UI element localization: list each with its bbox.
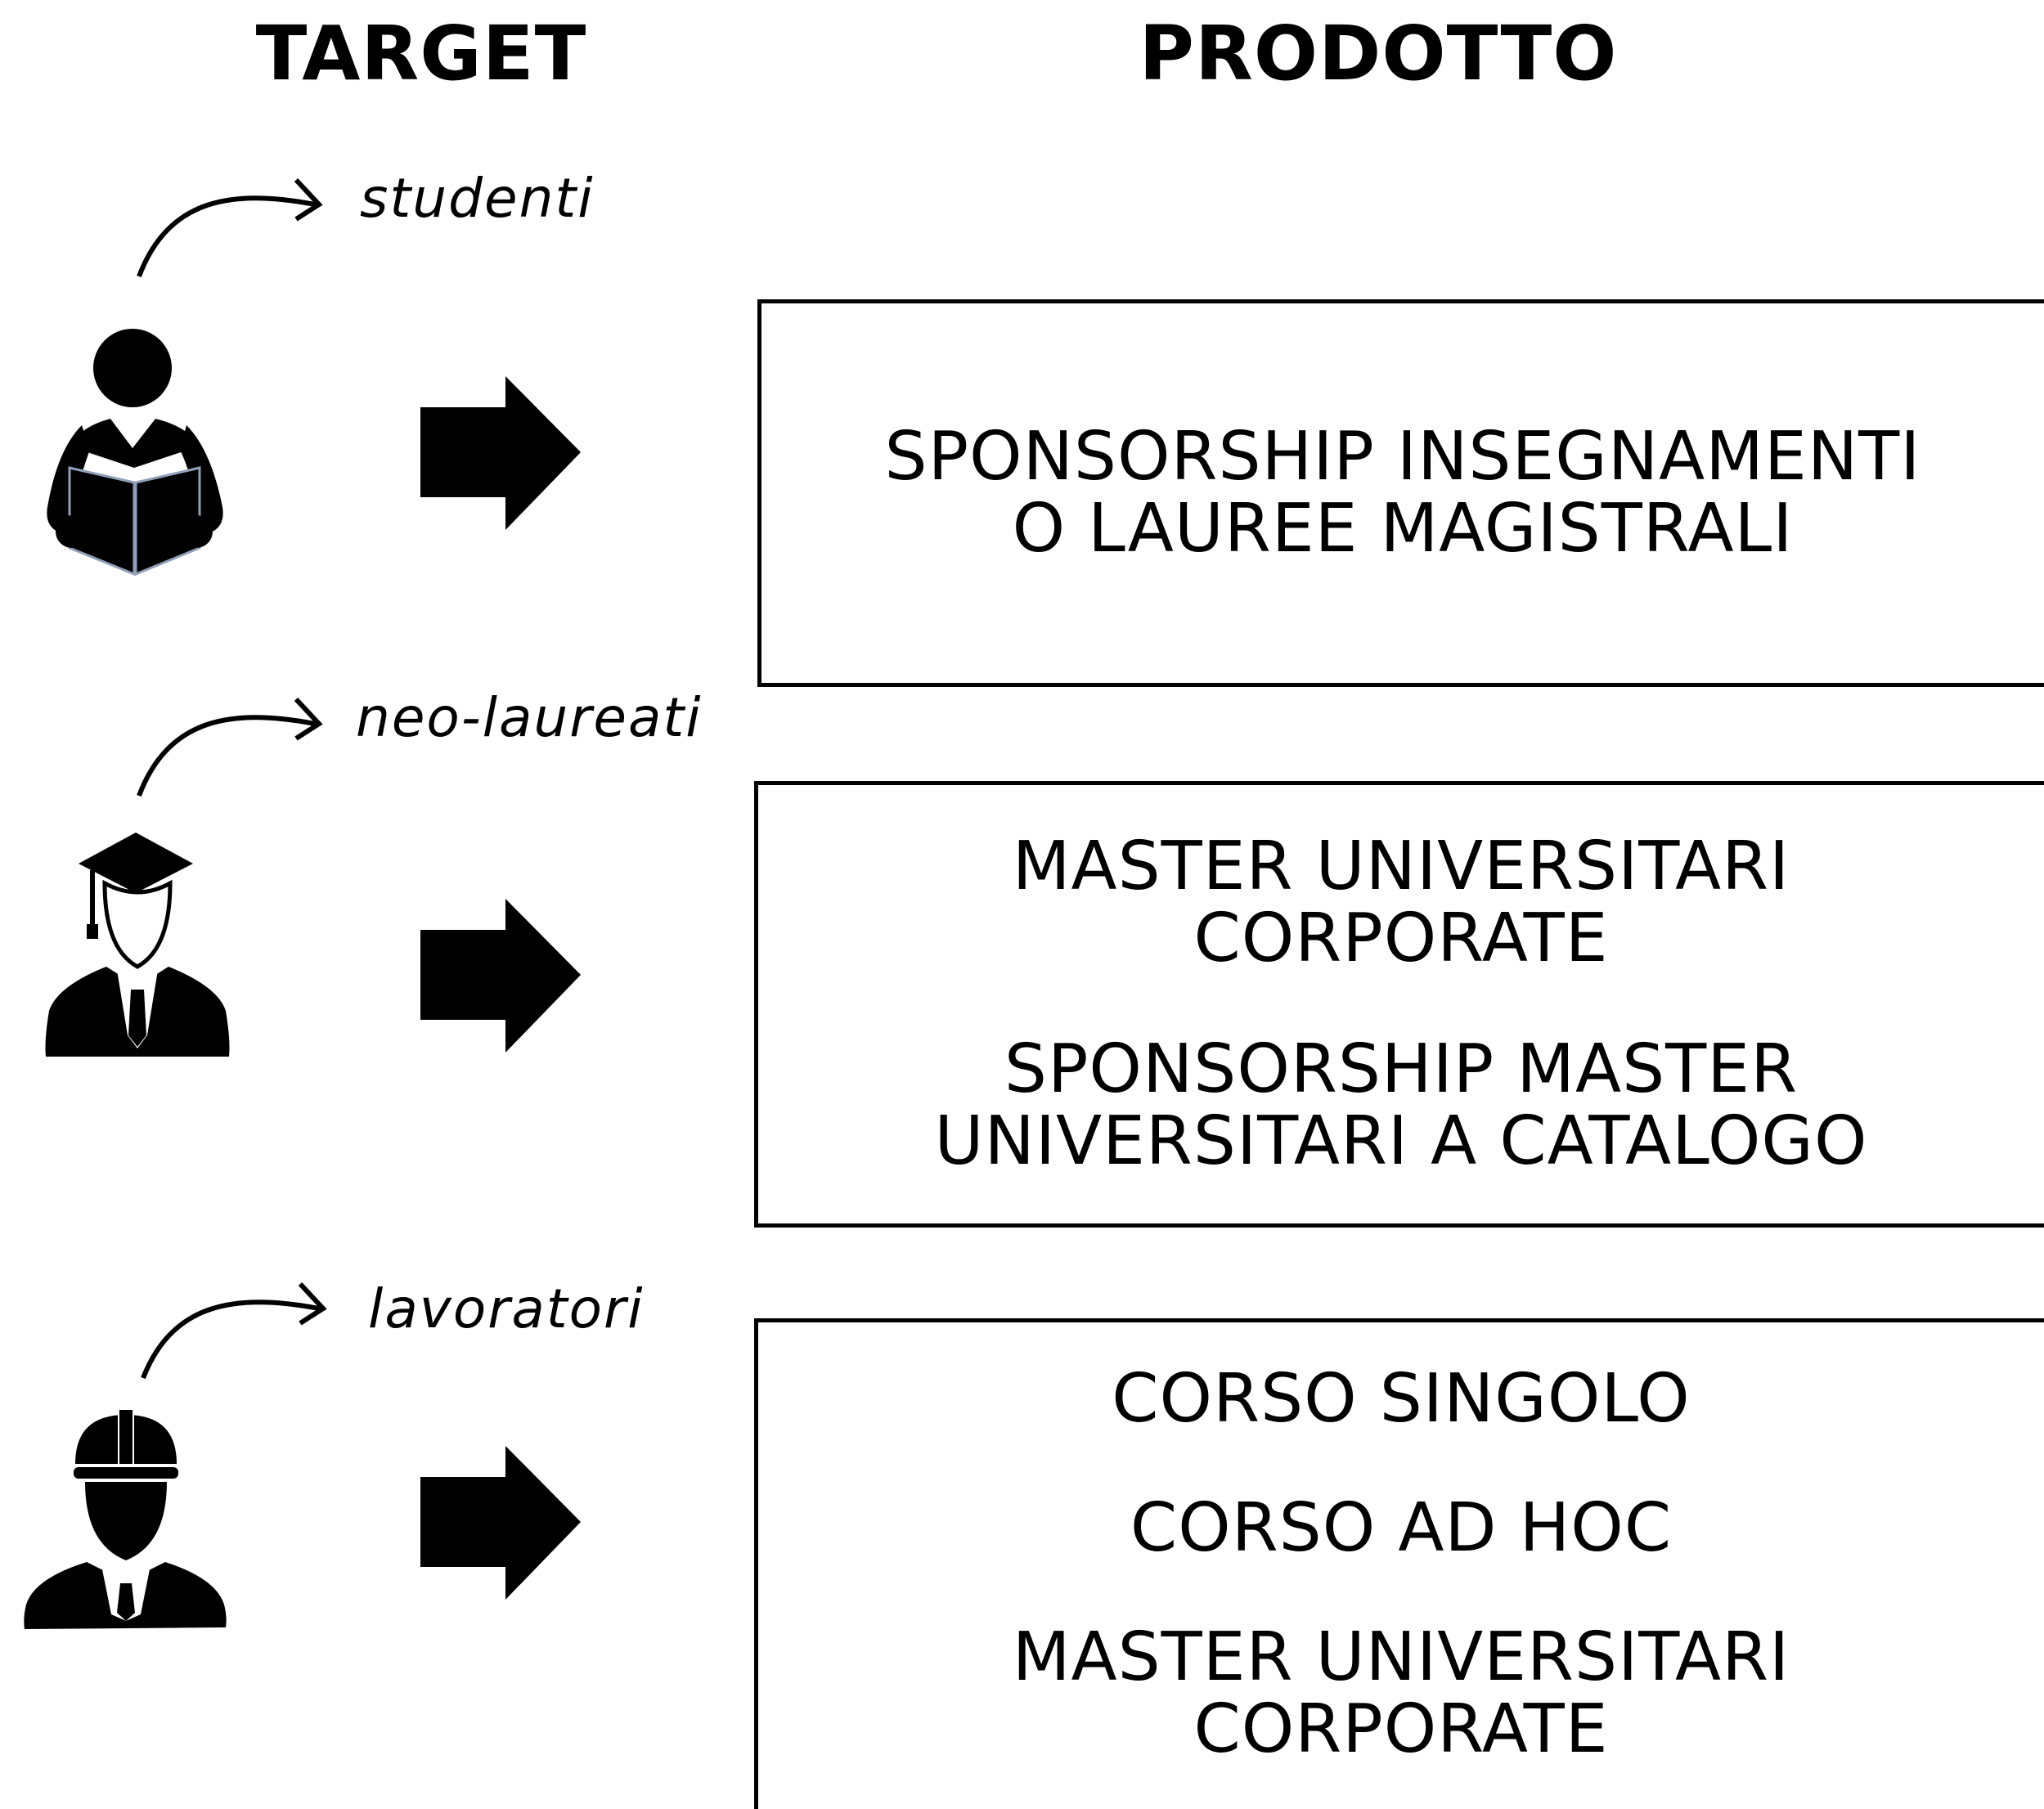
product-line: UNIVERSITARI A CATALOGO	[934, 1102, 1868, 1180]
product-line: CORPORATE	[1193, 900, 1609, 977]
right-arrow-icon	[420, 376, 581, 530]
product-box-neo-laureati: MASTER UNIVERSITARI CORPORATE SPONSORSHI…	[754, 781, 2044, 1228]
curved-arrow-icon	[141, 1282, 327, 1380]
curved-arrow-icon	[137, 697, 323, 797]
curved-arrow-icon	[137, 177, 323, 278]
product-box-studenti: SPONSORSHIP INSEGNAMENTI O LAUREE MAGIST…	[757, 299, 2044, 687]
target-label-studenti: studenti	[360, 167, 595, 230]
product-line: SPONSORSHIP MASTER	[1004, 1030, 1799, 1108]
graduate-icon	[45, 833, 230, 1057]
right-arrow-icon	[420, 1446, 581, 1600]
product-line: SPONSORSHIP INSEGNAMENTI	[884, 418, 1921, 496]
product-line: MASTER UNIVERSITARI	[1012, 1618, 1790, 1696]
right-arrow-icon	[420, 899, 581, 1053]
target-label-neo-laureati: neo-laureati	[356, 686, 703, 749]
worker-helmet-icon	[24, 1407, 227, 1629]
product-line: CORSO SINGOLO	[1112, 1360, 1691, 1438]
product-box-lavoratori: CORSO SINGOLO CORSO AD HOC MASTER UNIVER…	[754, 1318, 2044, 1809]
target-header: TARGET	[255, 9, 587, 97]
student-reading-icon	[47, 329, 223, 577]
product-line: CORSO AD HOC	[1130, 1489, 1673, 1567]
product-header: PRODOTTO	[1139, 9, 1618, 97]
product-line: MASTER UNIVERSITARI	[1012, 828, 1790, 905]
product-line: CORPORATE	[1193, 1690, 1609, 1768]
target-label-lavoratori: lavoratori	[368, 1277, 645, 1340]
product-line: O LAUREE MAGISTRALI	[1012, 490, 1794, 568]
